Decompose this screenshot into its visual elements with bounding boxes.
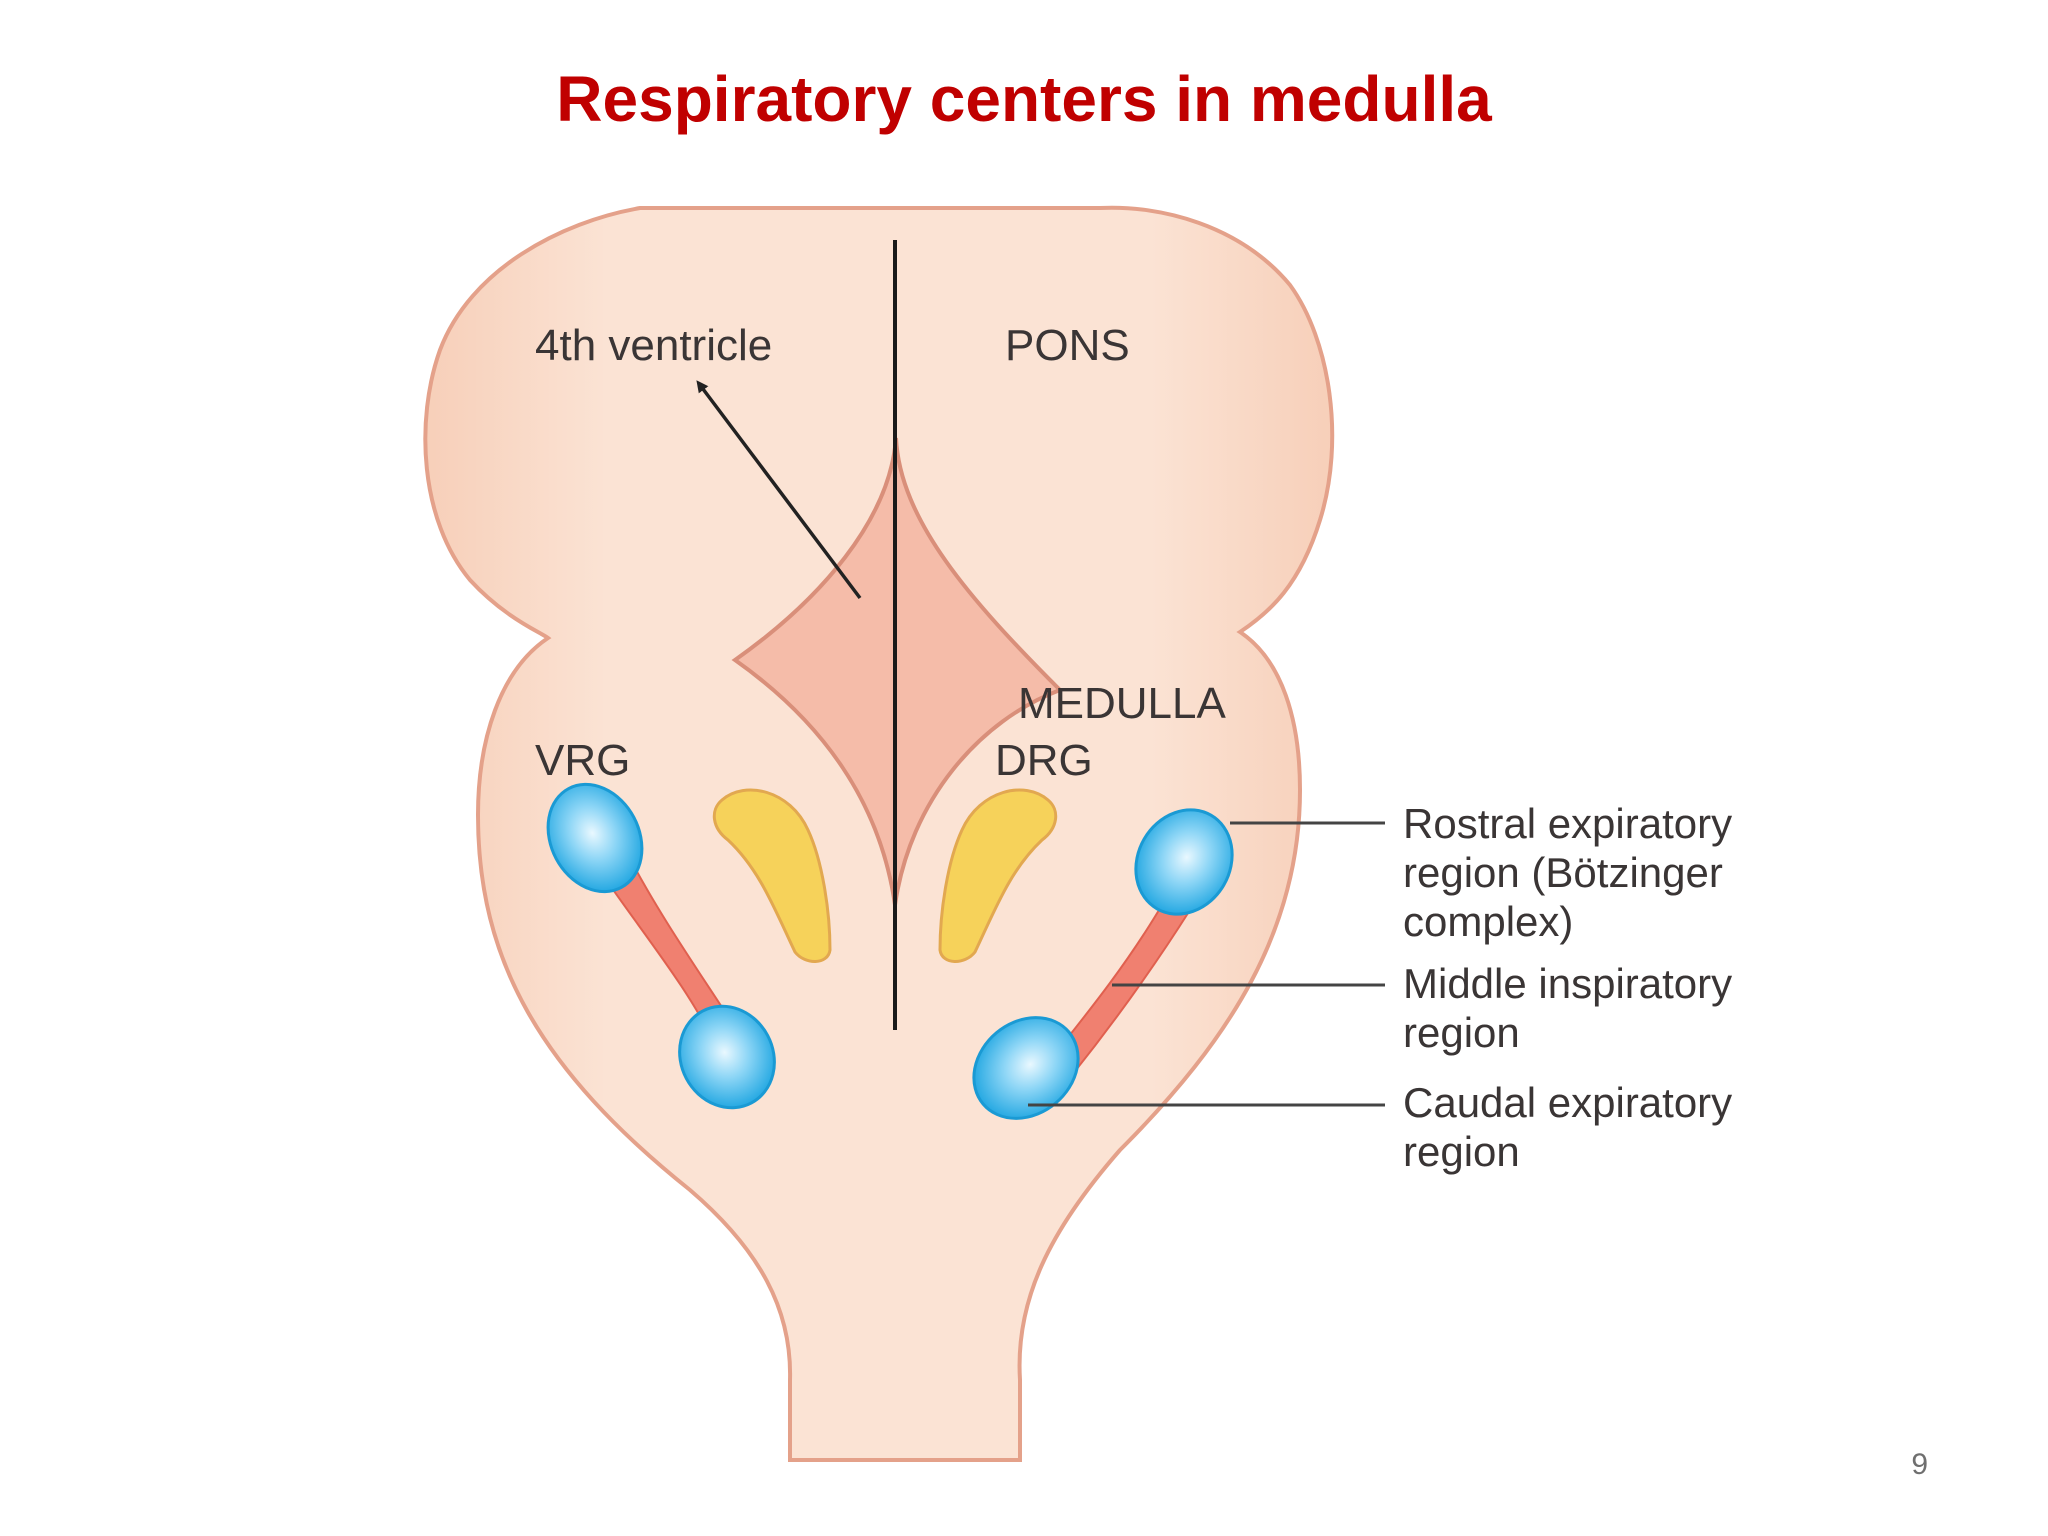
caudal-callout-line-1: Caudal expiratory (1403, 1079, 1732, 1126)
pons-label: PONS (1005, 321, 1130, 370)
page-number: 9 (1911, 1448, 1928, 1481)
rostral-expiratory-nucleus (1134, 808, 1234, 916)
middle-callout-line-2: region (1403, 1009, 1520, 1056)
drg-left-nucleus (712, 788, 832, 963)
caudal-callout-line-2: region (1403, 1128, 1520, 1175)
drg-right-nucleus (938, 788, 1058, 963)
ventricle-arrow (696, 380, 862, 600)
drg-label: DRG (995, 736, 1093, 785)
vrg-label: VRG (535, 736, 630, 785)
vrg-caudal-nucleus (678, 1004, 776, 1110)
caudal-expiratory-nucleus (972, 1016, 1080, 1120)
slide-title: Respiratory centers in medulla (556, 63, 1492, 135)
rostral-callout-line-1: Rostral expiratory (1403, 800, 1732, 847)
middle-callout-line-1: Middle inspiratory (1403, 960, 1732, 1007)
medulla-label: MEDULLA (1018, 679, 1226, 728)
fourth-ventricle-label: 4th ventricle (535, 321, 772, 370)
rostral-callout-line-3: complex) (1403, 898, 1573, 945)
rostral-callout-line-2: region (Bötzinger (1403, 849, 1723, 896)
vrg-rostral-nucleus (546, 782, 644, 894)
